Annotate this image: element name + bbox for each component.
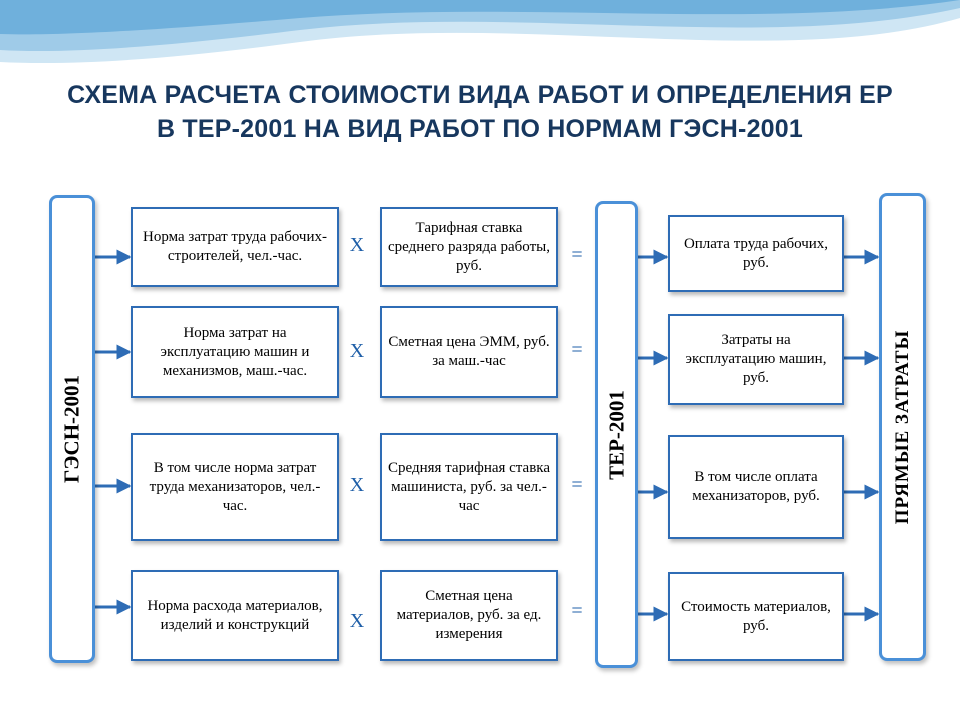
ter-2001-bar: ТЕР-2001 bbox=[595, 201, 638, 668]
rate-box-labor: Тарифная ставка среднего разряда работы,… bbox=[380, 207, 558, 287]
rate-box-machines: Сметная цена ЭММ, руб. за маш.-час bbox=[380, 306, 558, 398]
direct-costs-bar: ПРЯМЫЕ ЗАТРАТЫ bbox=[879, 193, 926, 661]
norm-box-machines: Норма затрат на эксплуатацию машин и мех… bbox=[131, 306, 339, 398]
gesn-2001-bar: ГЭСН-2001 bbox=[49, 195, 95, 663]
multiply-sign: Х bbox=[345, 610, 369, 633]
result-box-labor-pay: Оплата труда рабочих, руб. bbox=[668, 215, 844, 292]
ter-2001-label: ТЕР-2001 bbox=[604, 390, 629, 480]
norm-box-labor: Норма затрат труда рабочих-строителей, ч… bbox=[131, 207, 339, 287]
equals-sign: = bbox=[565, 600, 589, 623]
result-box-operator-pay: В том числе оплата механизаторов, руб. bbox=[668, 435, 844, 539]
equals-sign: = bbox=[565, 244, 589, 267]
rate-box-materials: Сметная цена материалов, руб. за ед. изм… bbox=[380, 570, 558, 661]
rate-box-operators: Средняя тарифная ставка машиниста, руб. … bbox=[380, 433, 558, 541]
multiply-sign: Х bbox=[345, 234, 369, 257]
result-box-machine-costs: Затраты на эксплуатацию машин, руб. bbox=[668, 314, 844, 405]
norm-box-materials: Норма расхода материалов, изделий и конс… bbox=[131, 570, 339, 661]
gesn-2001-label: ГЭСН-2001 bbox=[60, 375, 85, 483]
direct-costs-label: ПРЯМЫЕ ЗАТРАТЫ bbox=[892, 330, 914, 524]
equals-sign: = bbox=[565, 339, 589, 362]
norm-box-operators: В том числе норма затрат труда механизат… bbox=[131, 433, 339, 541]
multiply-sign: Х bbox=[345, 340, 369, 363]
multiply-sign: Х bbox=[345, 474, 369, 497]
equals-sign: = bbox=[565, 474, 589, 497]
result-box-materials-cost: Стоимость материалов, руб. bbox=[668, 572, 844, 661]
